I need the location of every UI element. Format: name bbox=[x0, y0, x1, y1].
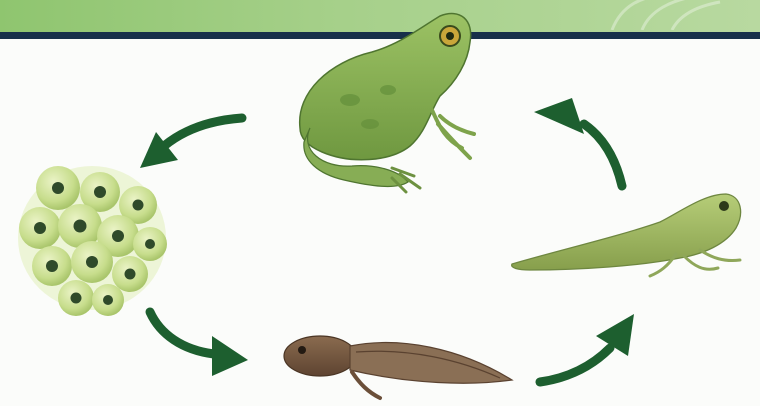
egg bbox=[92, 284, 124, 316]
arrow-tadpole-to-froglet bbox=[540, 314, 634, 382]
adult-frog bbox=[300, 14, 474, 192]
arrow-frog-to-eggs bbox=[140, 118, 242, 168]
egg bbox=[36, 166, 80, 210]
egg bbox=[58, 280, 94, 316]
egg bbox=[19, 207, 61, 249]
tadpole bbox=[284, 336, 512, 398]
froglet bbox=[512, 194, 741, 276]
arrow-froglet-to-frog bbox=[534, 98, 622, 186]
egg bbox=[32, 246, 72, 286]
egg bbox=[71, 241, 113, 283]
egg-cluster bbox=[18, 166, 167, 316]
egg bbox=[112, 256, 148, 292]
arrow-eggs-to-tadpole bbox=[150, 312, 248, 376]
egg bbox=[133, 227, 167, 261]
